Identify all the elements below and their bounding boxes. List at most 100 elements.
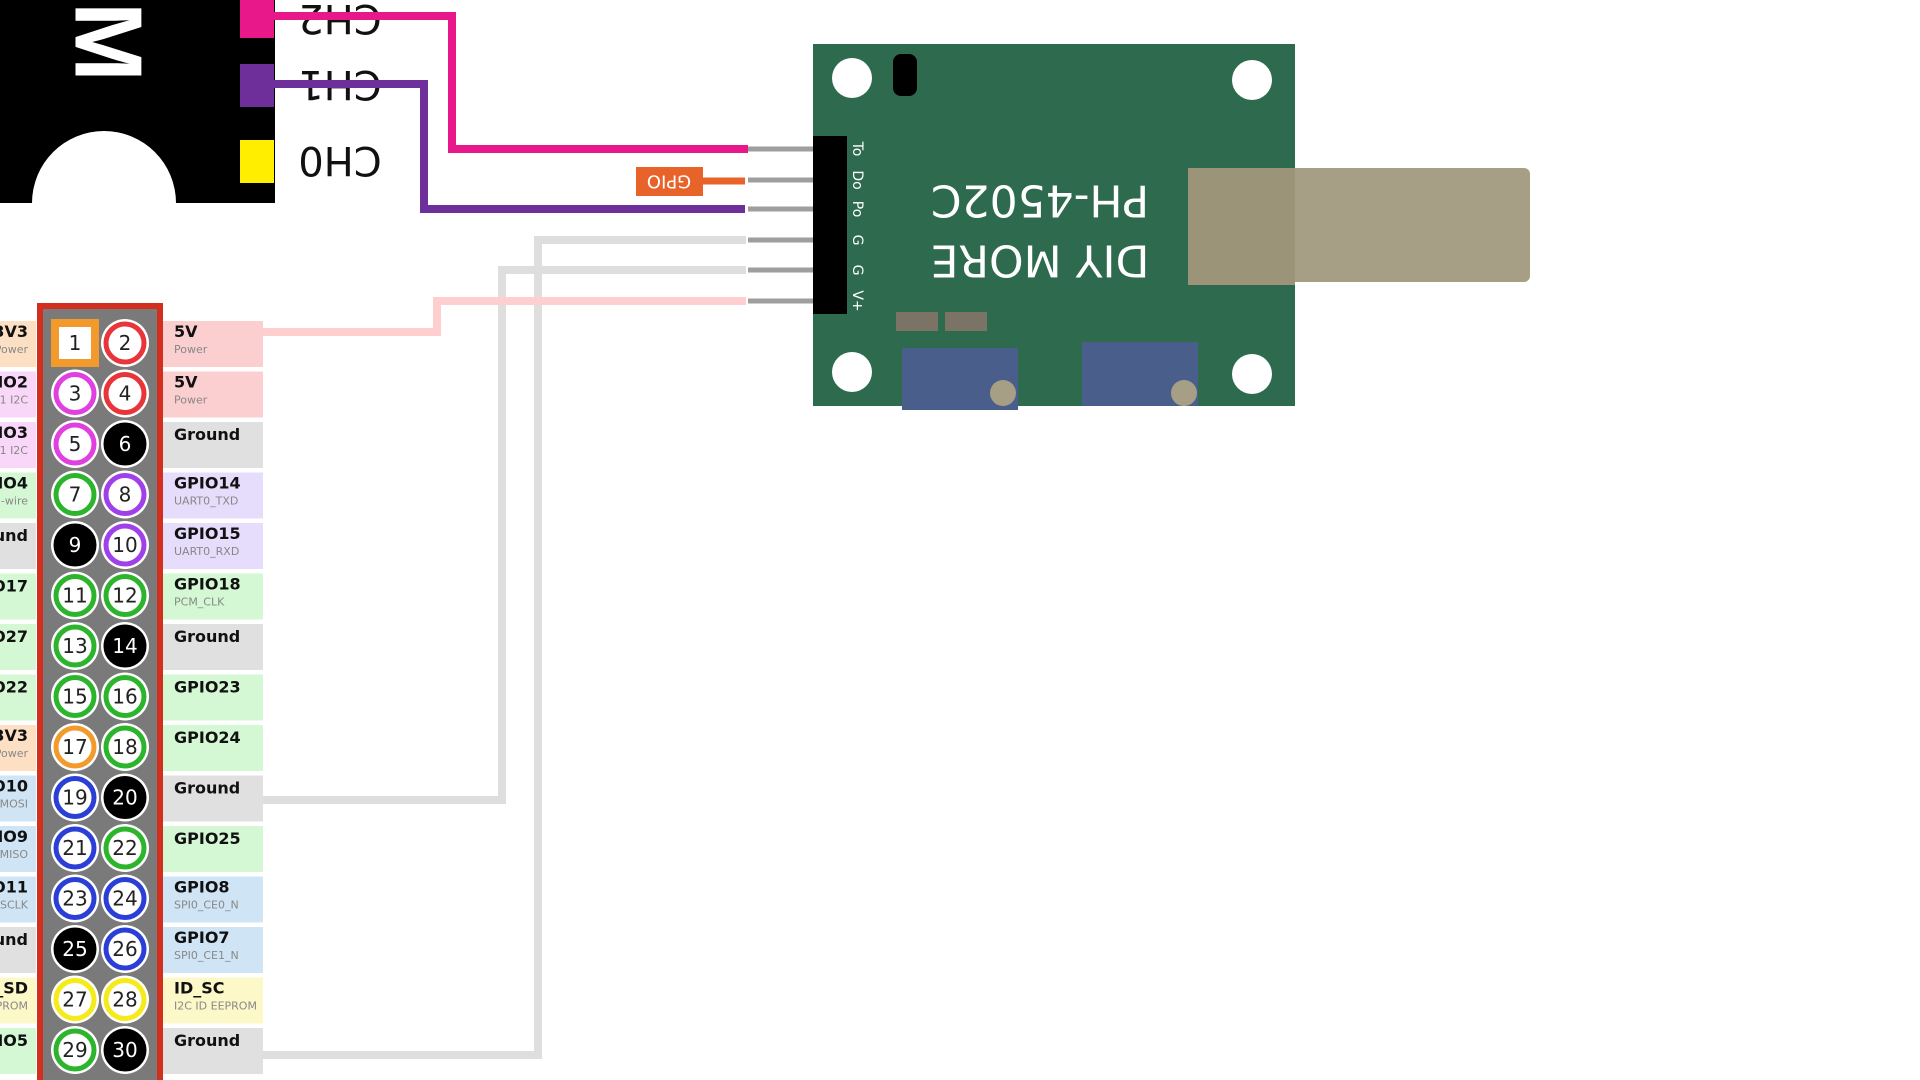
bnc-connector-base	[1188, 168, 1295, 285]
header-pin-number: 3	[69, 382, 82, 406]
gpio-tag: GPIO	[636, 167, 745, 196]
header-pin-ring	[103, 321, 147, 365]
pin-function-sublabel: I2C ID EEPROM	[174, 1000, 257, 1013]
wire-ground-pin30[interactable]	[263, 236, 746, 1059]
header-pin-number: 22	[112, 836, 137, 860]
header-pin-number: 11	[62, 584, 87, 608]
pin-function-sublabel: 1-wire	[0, 495, 28, 508]
pin-label-band	[163, 321, 263, 367]
pin-label-band	[163, 624, 263, 670]
potentiometer-1-screw[interactable]	[990, 380, 1016, 406]
gpio-header: 3V3PowerGPIO2SDA1 I2CGPIO3SCL1 I2CGPIO41…	[0, 303, 263, 1080]
header-pin-ring	[53, 826, 97, 870]
header-pin-ring	[53, 776, 97, 819]
header-pin-ring	[53, 372, 97, 415]
pin-function-label: GPIO9	[0, 827, 28, 846]
header-pin-ring	[53, 422, 97, 466]
header-right-labels: 5VPower5VPowerGroundGPIO14UART0_TXDGPIO1…	[163, 321, 263, 1074]
header-pin-ring	[53, 624, 97, 668]
pin-label-band	[163, 775, 263, 822]
potentiometer-2-screw[interactable]	[1171, 380, 1197, 406]
pin-function-label: GPIO5	[0, 1031, 28, 1050]
pin-function-label: GPIO8	[174, 878, 230, 897]
module-pin-label: Po	[849, 201, 865, 218]
header-pin-ring	[53, 473, 97, 516]
header-pin-ring	[53, 927, 97, 971]
wire-5v-pin2[interactable]	[263, 297, 746, 336]
pin-function-sublabel: UART0_RXD	[174, 545, 239, 558]
adc-ch0-pin[interactable]	[240, 140, 274, 183]
header-pin-number: 28	[112, 988, 137, 1012]
pin-function-sublabel: SPI0_MOSI	[0, 798, 28, 811]
header-pin-ring	[53, 1028, 97, 1072]
smd-component-2	[945, 312, 987, 331]
header-pin-pad	[59, 327, 91, 359]
pin-function-label: Ground	[174, 627, 240, 646]
adc-mounting-hole	[32, 131, 176, 275]
pin-function-label: GPIO14	[174, 474, 241, 493]
adc-module: M CH2 CH1 CH0	[0, 0, 382, 275]
pin-function-label: GPIO3	[0, 423, 28, 442]
adc-ch2-pin[interactable]	[240, 0, 274, 38]
led-indicator	[893, 54, 917, 96]
pin-function-sublabel: PCM_CLK	[174, 596, 225, 609]
module-pin-label: G	[849, 235, 865, 246]
adc-ch1-pin[interactable]	[240, 64, 274, 107]
header-pin-ring	[103, 372, 147, 415]
pin-function-sublabel: SPI0_MISO	[0, 848, 28, 861]
pin-label-band	[163, 523, 263, 569]
pin-function-sublabel: SPI0_CE0_N	[174, 899, 239, 912]
header-pin-number: 9	[69, 533, 82, 557]
pin-label-band	[0, 422, 36, 468]
pin-label-band	[0, 826, 36, 872]
header-pin-number: 10	[112, 533, 137, 557]
pin-function-label: GPIO15	[174, 524, 241, 543]
header-pin-ring	[103, 776, 147, 819]
pin-label-band	[163, 826, 263, 872]
pin-label-band	[163, 674, 263, 721]
module-title-line1: PH-4502C	[931, 175, 1149, 226]
pin-function-label: ID_SC	[174, 979, 225, 998]
pin-function-label: Ground	[0, 930, 28, 949]
pin-function-label: GPIO18	[174, 575, 241, 594]
pin-function-label: GPIO2	[0, 373, 28, 392]
module-title-line2: DIY MORE	[931, 235, 1150, 286]
pin-function-label: GPIO22	[0, 678, 28, 697]
header-pin-number: 25	[62, 937, 87, 961]
header-left-labels: 3V3PowerGPIO2SDA1 I2CGPIO3SCL1 I2CGPIO41…	[0, 321, 36, 1074]
header-pin-number: 4	[119, 382, 132, 406]
pin-label-band	[0, 674, 36, 721]
header-pin-number: 15	[62, 685, 87, 709]
header-pin-number: 18	[112, 735, 137, 759]
header-pin-ring	[103, 725, 147, 769]
header-pin-ring	[103, 523, 147, 567]
header-pin-number: 19	[62, 786, 87, 810]
header-pin-ring	[103, 473, 147, 516]
wire-ground-pin20[interactable]	[263, 266, 746, 804]
pin-function-sublabel: UART0_TXD	[174, 495, 238, 508]
gpio-tag-label: GPIO	[647, 171, 691, 192]
header-pin-number: 17	[62, 735, 87, 759]
wire-ch1-to-module[interactable]	[274, 80, 745, 213]
mounting-hole-br	[1232, 354, 1272, 394]
wire-ch2-to-module[interactable]	[274, 12, 748, 153]
pin-label-band	[0, 523, 36, 569]
pin-label-band	[163, 472, 263, 519]
header-pin-ring	[103, 927, 147, 971]
pin-label-band	[0, 573, 36, 620]
pin-function-sublabel: SCL1 I2C	[0, 444, 28, 457]
pin-label-band	[163, 977, 263, 1024]
pin-function-label: GPIO17	[0, 577, 28, 596]
pin-label-band	[0, 876, 36, 923]
header-pin-number: 30	[112, 1038, 137, 1062]
header-pin-ring	[53, 523, 97, 567]
pin-label-band	[163, 927, 263, 973]
pin-function-label: GPIO27	[0, 627, 28, 646]
module-pin-label: G	[849, 265, 865, 276]
mounting-hole-tr	[1232, 60, 1272, 100]
header-pin-number: 21	[62, 836, 87, 860]
pin-label-band	[163, 725, 263, 771]
pin-function-label: GPIO11	[0, 878, 28, 897]
pin-function-label: 3V3	[0, 322, 28, 341]
